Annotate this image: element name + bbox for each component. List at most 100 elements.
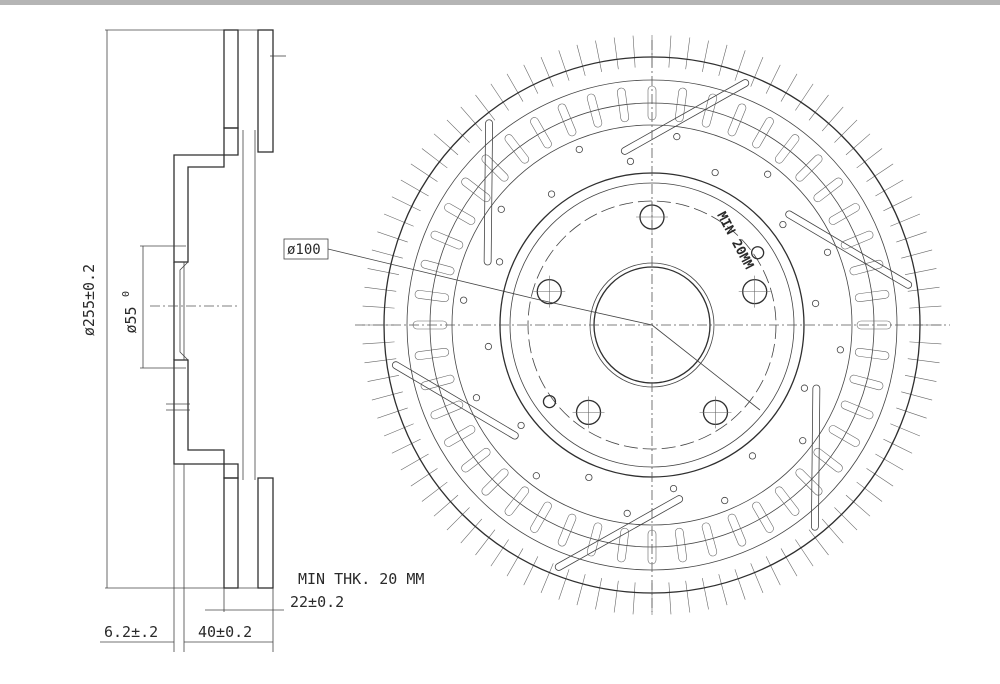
- vent-fin-tick: [875, 179, 904, 197]
- hat-section-top: [173, 127, 239, 263]
- drilled-holes: [460, 133, 844, 517]
- radial-slot: [795, 154, 823, 182]
- radial-slot: [444, 203, 476, 225]
- vent-fin-tick: [595, 40, 602, 73]
- pcd-leader-line: [327, 248, 541, 301]
- surface-groove: [391, 361, 519, 440]
- center-bore-label: ø55: [122, 306, 140, 333]
- slot-outline: [414, 290, 450, 303]
- drill-hole: [823, 248, 832, 256]
- vent-fin-tick: [808, 529, 829, 556]
- vent-fin-tick: [391, 438, 421, 454]
- vent-fin-tick: [866, 468, 894, 487]
- slot-outline: [774, 134, 800, 164]
- vent-fin-tick: [367, 268, 400, 275]
- vent-fin-tick: [909, 305, 942, 309]
- vent-fin-tick: [883, 196, 913, 212]
- vent-fin-tick: [421, 481, 448, 502]
- drill-hole: [800, 384, 809, 392]
- groove-outline: [554, 495, 684, 571]
- radial-slot: [586, 93, 603, 128]
- vent-fin-tick: [383, 423, 414, 437]
- vent-fin-tick: [506, 73, 524, 102]
- vent-fin-tick: [718, 44, 728, 76]
- vent-fin-tick: [377, 407, 408, 419]
- slot-outline: [795, 154, 823, 182]
- vent-fin-tick: [421, 148, 448, 169]
- vent-fin-tick: [907, 286, 940, 292]
- vent-fin-tick: [558, 569, 570, 600]
- surface-groove: [810, 384, 821, 531]
- radial-slot: [840, 230, 874, 250]
- vent-fin-tick: [907, 358, 940, 364]
- slot-outline: [774, 486, 800, 516]
- drill-hole: [626, 157, 635, 166]
- drill-hole: [764, 170, 772, 178]
- radial-slot: [530, 117, 552, 149]
- radial-slot: [854, 290, 890, 303]
- radial-slot: [461, 177, 491, 203]
- vent-fin-tick: [765, 64, 781, 94]
- outer-face-top: [257, 29, 274, 153]
- radial-slot: [461, 447, 491, 473]
- thickness-label: 22±0.2: [290, 593, 344, 611]
- radial-slot: [504, 134, 530, 164]
- radial-slot: [840, 400, 874, 420]
- radial-slot: [828, 425, 860, 447]
- slot-outline: [504, 486, 530, 516]
- vent-fin-tick: [896, 407, 927, 419]
- slot-outline: [414, 347, 450, 360]
- side-section-view: [100, 29, 286, 652]
- vent-fin-tick: [595, 577, 602, 610]
- surface-grooves: [391, 79, 913, 571]
- slot-outline: [701, 522, 718, 557]
- center-bore-mark: 0: [121, 291, 132, 297]
- slot-outline: [530, 501, 552, 533]
- surface-groove: [483, 119, 494, 266]
- vent-fin-ticks: [362, 35, 942, 615]
- vent-fin-tick: [632, 582, 636, 615]
- vent-fin-tick: [890, 213, 921, 227]
- vent-fin-tick: [460, 106, 483, 132]
- drill-hole: [623, 509, 631, 517]
- vent-fin-tick: [845, 133, 871, 156]
- slot-outline: [444, 425, 476, 447]
- pcd-leader-continuation: [539, 299, 653, 326]
- vent-fin-tick: [371, 249, 403, 259]
- slot-outline: [813, 177, 843, 203]
- groove-outline: [391, 361, 519, 440]
- drill-hole: [484, 342, 493, 351]
- slot-outline: [430, 400, 464, 420]
- vent-fin-tick: [364, 358, 397, 364]
- hat-thickness-label: 6.2±.2: [104, 623, 158, 641]
- slot-outline: [840, 230, 874, 250]
- min-thickness-label: MIN THK. 20 MM: [298, 570, 424, 588]
- slot-outline: [461, 447, 491, 473]
- vent-fin-tick: [490, 83, 509, 111]
- vent-fin-tick: [362, 305, 395, 309]
- drill-hole: [673, 133, 681, 141]
- slot-outline: [530, 117, 552, 149]
- vent-fin-tick: [834, 119, 858, 143]
- vent-fin-tick: [506, 548, 524, 577]
- slot-outline: [849, 374, 884, 391]
- vent-fin-tick: [718, 574, 728, 606]
- radial-slots: [412, 85, 892, 565]
- pcd-label: ø100: [287, 242, 321, 258]
- drill-hole: [497, 205, 505, 213]
- drill-hole: [532, 472, 540, 480]
- drill-hole: [472, 394, 481, 402]
- vent-fin-tick: [845, 494, 871, 517]
- radial-slot: [752, 117, 774, 149]
- vent-fin-tick: [613, 37, 619, 70]
- hat-section-bottom: [173, 359, 239, 479]
- slot-outline: [752, 117, 774, 149]
- drill-hole: [748, 452, 757, 460]
- vent-fin-tick: [808, 94, 829, 121]
- slot-outline: [430, 230, 464, 250]
- vent-fin-tick: [834, 507, 858, 531]
- radial-slot: [752, 501, 774, 533]
- vent-fin-tick: [433, 494, 459, 517]
- vent-fin-tick: [901, 249, 933, 259]
